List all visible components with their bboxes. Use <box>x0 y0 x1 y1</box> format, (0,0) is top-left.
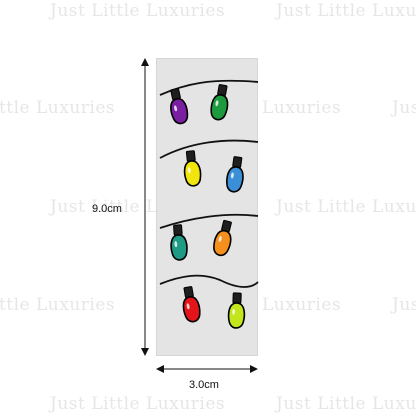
light-strand-wire <box>159 213 259 229</box>
light-bulb <box>227 292 246 329</box>
light-bulb <box>183 150 202 187</box>
width-dimension-label: 3.0cm <box>189 379 219 391</box>
light-strand-wire <box>159 79 259 96</box>
light-bulb <box>182 286 201 323</box>
light-bulb <box>170 88 189 125</box>
light-strand-wire <box>159 139 259 159</box>
light-bulb <box>170 224 188 261</box>
light-bulb <box>213 219 232 257</box>
height-dimension-label: 9.0cm <box>92 203 122 215</box>
light-strand-wire <box>159 274 259 288</box>
light-bulb <box>226 156 244 193</box>
light-bulb <box>210 84 229 121</box>
